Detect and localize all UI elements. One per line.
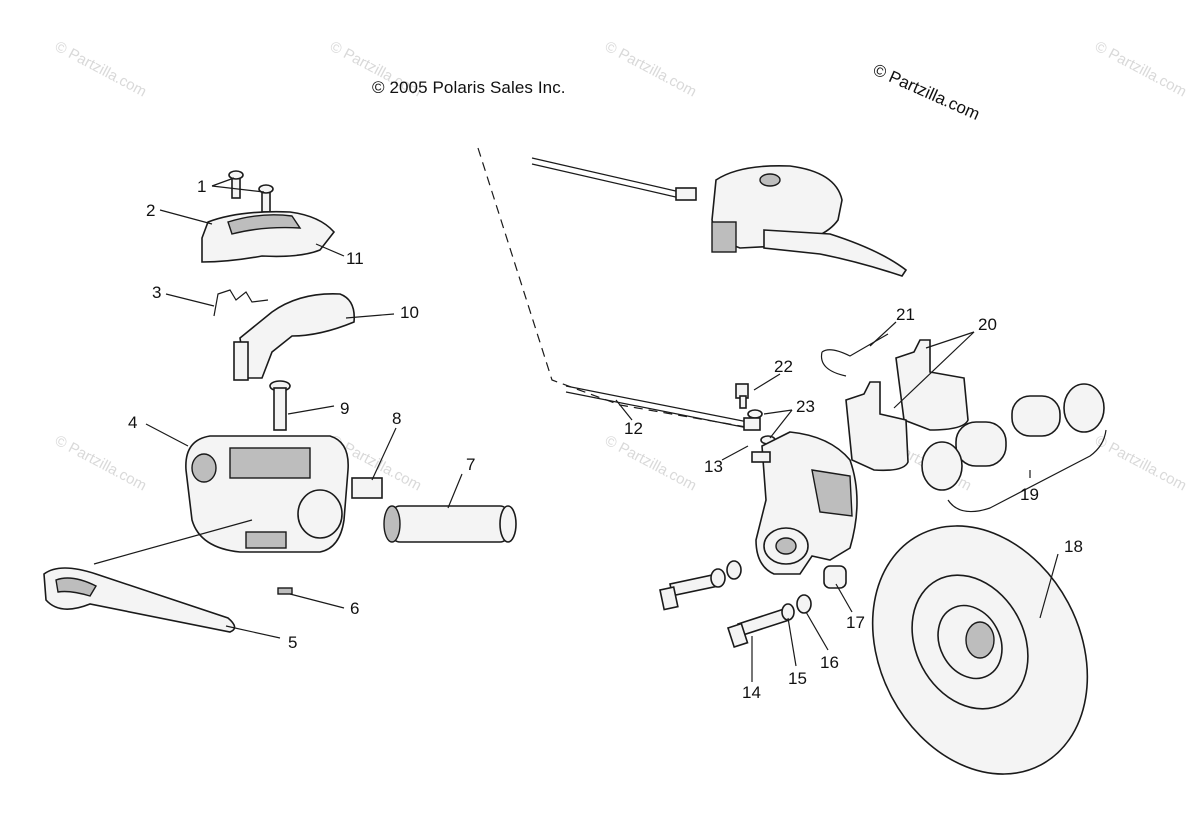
part-throttle-lever xyxy=(233,293,356,381)
callout-13: 13 xyxy=(704,457,723,476)
callout-leaders xyxy=(145,177,1059,682)
part-brake-pads xyxy=(845,339,969,472)
callout-23: 23 xyxy=(796,397,815,416)
callout-20: 20 xyxy=(978,315,997,334)
callout-21: 21 xyxy=(896,305,915,324)
part-assembled-control xyxy=(531,157,908,277)
part-caliper xyxy=(751,431,858,589)
part-brake-lever xyxy=(43,567,236,633)
assembly-line xyxy=(93,519,253,565)
callout-19: 19 xyxy=(1020,485,1039,504)
part-kill-switch xyxy=(351,477,383,499)
part-brake-disc xyxy=(871,525,1089,775)
part-screws xyxy=(228,170,274,213)
part-small-clip xyxy=(277,587,293,595)
callout-1: 1 xyxy=(197,177,206,196)
part-reservoir-cover xyxy=(201,210,336,263)
callout-18: 18 xyxy=(1064,537,1083,556)
part-bleeder-screw xyxy=(735,383,749,409)
part-spring-clip xyxy=(213,289,269,317)
part-control-housing xyxy=(185,435,349,553)
callout-8: 8 xyxy=(392,409,401,428)
callout-2: 2 xyxy=(146,201,155,220)
assembly-dashed-line xyxy=(477,147,753,429)
part-brake-line xyxy=(565,385,761,431)
callout-10: 10 xyxy=(400,303,419,322)
callout-11: 11 xyxy=(346,249,364,268)
part-pistons-seals xyxy=(921,383,1107,513)
part-pad-clip xyxy=(820,333,889,377)
callout-16: 16 xyxy=(820,653,839,672)
callout-6: 6 xyxy=(350,599,359,618)
callout-5: 5 xyxy=(288,633,297,652)
callout-17: 17 xyxy=(846,613,865,632)
callout-15: 15 xyxy=(788,669,807,688)
callout-3: 3 xyxy=(152,283,161,302)
callout-9: 9 xyxy=(340,399,349,418)
part-pivot-pin xyxy=(269,380,291,431)
callout-22: 22 xyxy=(774,357,793,376)
callout-12: 12 xyxy=(624,419,643,438)
part-grip xyxy=(383,505,517,543)
callout-4: 4 xyxy=(128,413,137,432)
callout-14: 14 xyxy=(742,683,761,702)
callout-7: 7 xyxy=(466,455,475,474)
part-bolt-washers xyxy=(710,560,812,621)
copyright-notice: © 2005 Polaris Sales Inc. xyxy=(372,78,566,97)
